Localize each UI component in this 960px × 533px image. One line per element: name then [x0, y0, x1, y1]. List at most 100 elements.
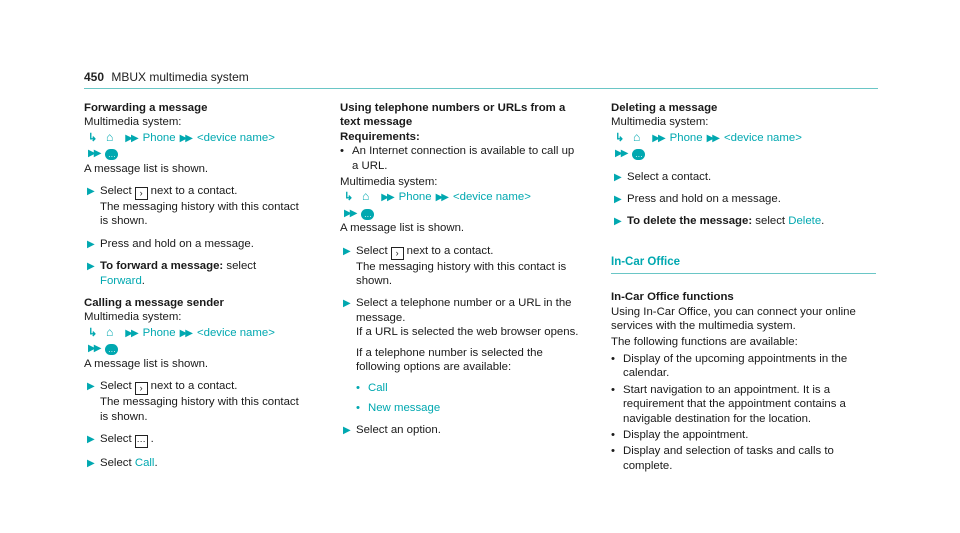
menu-path-2: ▶▶…: [340, 206, 580, 221]
more-dots-icon: ⋯: [134, 434, 148, 448]
home-icon: ⌂: [362, 189, 370, 204]
column-deleting: Deleting a message Multimedia system: ↳ ⌂…: [611, 101, 876, 473]
menu-path: ↳⌂▶▶Phone▶▶<device name>: [340, 189, 580, 205]
home-icon: ⌂: [106, 324, 114, 339]
path-device: <device name>: [723, 131, 802, 144]
step-text: select: [226, 260, 257, 273]
chevron-double-icon: ▶▶: [652, 132, 665, 144]
step-text: Select: [100, 456, 132, 469]
step-arrow-icon: ▶: [87, 457, 95, 469]
path-device: <device name>: [196, 131, 275, 144]
menu-path-2: ▶▶ …: [84, 146, 299, 161]
chevron-double-icon: ▶▶: [125, 132, 138, 144]
multimedia-label: Multimedia system:: [340, 176, 438, 189]
step: ▶ Press and hold on a message.: [611, 192, 876, 206]
chevron-right-box-icon: ›: [390, 246, 404, 260]
step-detail: The messaging history with this contact …: [100, 201, 299, 228]
step-arrow-icon: ▶: [87, 186, 95, 198]
step: ▶ Select Call.: [84, 456, 299, 470]
heading-deleting: Deleting a message: [611, 102, 718, 114]
step: ▶ To forward a message: select Forward.: [87, 260, 257, 287]
step: ▶ Select an option.: [340, 423, 580, 437]
step-text: next to a contact.: [150, 380, 238, 393]
step: ▶ To delete the message: select Delete.: [611, 214, 876, 228]
step-text: Select: [100, 185, 132, 198]
message-bubble-icon: …: [361, 208, 375, 220]
multimedia-label: Multimedia system:: [611, 116, 709, 129]
requirement-item: An Internet connection is available to c…: [340, 144, 580, 173]
step-text: Select a telephone number or a URL in th…: [356, 297, 572, 324]
menu-path: ↳⌂▶▶Phone▶▶<device name>: [84, 325, 299, 341]
page-header: 450 MBUX multimedia system: [84, 70, 249, 84]
step-arrow-icon: ▶: [87, 238, 95, 250]
step-detail: The messaging history with this contact …: [356, 260, 567, 288]
bullet-item: Display the appointment.: [611, 428, 876, 443]
step: ▶ Select›next to a contact. The messagin…: [84, 379, 299, 424]
path-phone: Phone: [669, 131, 703, 144]
home-icon: ⌂: [633, 129, 641, 144]
message-bubble-icon: …: [105, 344, 119, 356]
list-shown-text: A message list is shown.: [340, 222, 465, 235]
step-text: next to a contact.: [150, 185, 238, 198]
list-shown-text: A message list is shown.: [84, 357, 209, 370]
section-rule: [611, 273, 876, 275]
heading-functions: In-Car Office functions: [611, 291, 734, 304]
step-text: next to a contact.: [406, 244, 494, 257]
step-text: Select: [100, 432, 132, 445]
chevron-double-icon: ▶▶: [706, 132, 720, 144]
step: ▶ Press and hold on a message.: [84, 237, 299, 251]
step-arrow-icon: ▶: [87, 381, 95, 393]
step-text: Select an option.: [356, 424, 441, 437]
paragraph: The following functions are available:: [611, 336, 798, 349]
path-arrow-icon: ↳: [88, 326, 98, 339]
step-text: Press and hold on a message.: [100, 237, 254, 250]
heading-forwarding: Forwarding a message: [84, 102, 208, 114]
step-arrow-icon: ▶: [614, 194, 622, 206]
step-arrow-icon: ▶: [343, 245, 351, 257]
list-shown-text: A message list is shown.: [84, 162, 209, 175]
step-detail: The messaging history with this contact …: [100, 396, 299, 423]
section-header: In-Car Office: [611, 255, 876, 275]
step-arrow-icon: ▶: [343, 425, 351, 437]
step: ▶ Select›next to a contact. The messagin…: [84, 184, 299, 229]
step-arrow-icon: ▶: [87, 433, 95, 445]
multimedia-label: Multimedia system:: [84, 311, 182, 324]
page-header-title: MBUX multimedia system: [111, 70, 249, 84]
column-telephone-urls: Using telephone numbers or URLs from a t…: [340, 101, 580, 438]
forward-option: Forward: [100, 274, 142, 287]
option-new-message: New message: [356, 401, 580, 416]
path-phone: Phone: [142, 131, 176, 144]
message-bubble-icon: …: [105, 149, 119, 161]
paragraph: Using In-Car Office, you can connect you…: [611, 305, 856, 333]
header-rule: [84, 88, 878, 89]
chevron-double-icon: ▶▶: [88, 148, 101, 160]
path-phone: Phone: [398, 191, 432, 204]
path-arrow-icon: ↳: [344, 191, 354, 204]
chevron-double-icon: ▶▶: [179, 132, 193, 144]
requirements-label: Requirements:: [340, 130, 420, 143]
path-arrow-icon: ↳: [615, 131, 625, 144]
menu-path-2: ▶▶…: [611, 146, 876, 161]
step-arrow-icon: ▶: [614, 171, 622, 183]
heading-calling: Calling a message sender: [84, 297, 224, 310]
chevron-double-icon: ▶▶: [435, 192, 449, 204]
step-arrow-icon: ▶: [87, 261, 95, 273]
step: ▶ Select›next to a contact. The messagin…: [340, 244, 580, 289]
option-call: Call: [356, 381, 580, 396]
step: ▶ Select a contact.: [611, 170, 876, 184]
step-detail: If a URL is selected the web browser ope…: [356, 326, 579, 339]
step-detail: If a telephone number is selected the fo…: [356, 346, 543, 374]
step-text: select: [755, 215, 786, 228]
call-option: Call: [134, 456, 155, 469]
path-arrow-icon: ↳: [88, 131, 98, 144]
bullet-item: Start navigation to an appointment. It i…: [611, 383, 876, 426]
step-arrow-icon: ▶: [343, 298, 351, 310]
step-text: Select: [356, 244, 388, 257]
delete-option: Delete: [788, 215, 822, 228]
menu-path: ↳⌂▶▶Phone▶▶<device name>: [611, 130, 876, 146]
chevron-double-icon: ▶▶: [381, 192, 394, 204]
step-arrow-icon: ▶: [614, 216, 622, 228]
menu-path-2: ▶▶…: [84, 341, 299, 356]
column-forwarding: Forwarding a message Multimedia system: …: [84, 101, 299, 470]
